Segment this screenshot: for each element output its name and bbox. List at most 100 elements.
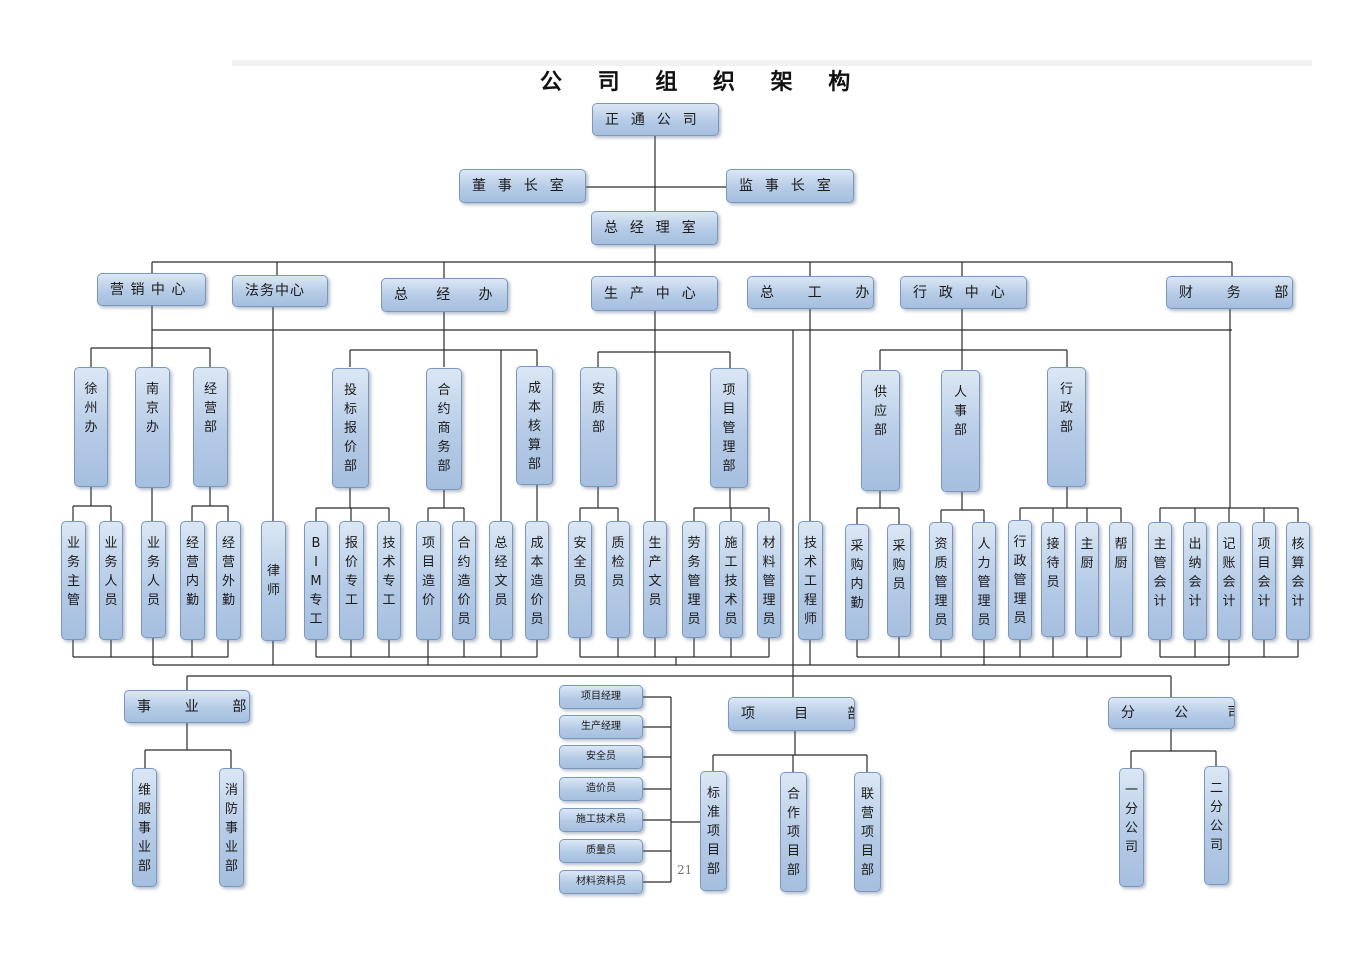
- contract-dept-box: 合约商务部: [426, 368, 462, 490]
- vertical-label: 消防事业部: [224, 783, 238, 874]
- supervisor-office-box: 监 事 长 室: [726, 169, 854, 203]
- finance-dept-box: 财 务 部: [1166, 276, 1293, 309]
- vertical-label: 合约造价员: [457, 536, 471, 627]
- purchaser-box: 采购员: [887, 524, 911, 637]
- vertical-label: 采购内勤: [850, 539, 864, 611]
- quality-inspector-box: 质检员: [606, 521, 630, 638]
- gm-office-box: 总 经 理 室: [591, 211, 718, 245]
- biz-staff-2-box: 业务人员: [141, 521, 166, 638]
- hr-manager-box: 人力管理员: [972, 522, 996, 640]
- bidding-dept-box: 投标报价部: [332, 368, 369, 488]
- vertical-label: 业务人员: [146, 536, 160, 608]
- vertical-label: 项目会计: [1257, 537, 1271, 609]
- qualification-manager-box: 资质管理员: [929, 522, 953, 640]
- marketing-center-box: 营 销 中 心: [97, 273, 206, 306]
- vertical-label: 项目管理部: [722, 383, 736, 474]
- vertical-label: 成本核算部: [527, 381, 541, 472]
- kitchen-helper-box: 帮厨: [1109, 522, 1133, 637]
- vertical-label: 项目造价: [421, 536, 435, 608]
- standard-project-box: 标准项目部: [700, 771, 727, 891]
- contract-cost-box: 合约造价员: [452, 521, 476, 640]
- safety-officer-box: 安全员: [568, 521, 592, 638]
- vertical-label: 安全员: [573, 536, 587, 589]
- admin-center-box: 行 政 中 心: [900, 276, 1027, 309]
- pm-construction-tech-box: 施工技术员: [559, 808, 643, 832]
- admin-manager-box: 行政管理员: [1008, 520, 1032, 640]
- pm-project-manager-box: 项目经理: [559, 685, 643, 709]
- general-manager-office-box: 总 经 办: [381, 278, 508, 312]
- vertical-label: 人事部: [953, 385, 967, 438]
- biz-supervisor-box: 业务主管: [61, 521, 86, 640]
- biz-internal-box: 经营内勤: [180, 521, 205, 640]
- vertical-label: 南京办: [145, 382, 159, 435]
- bookkeeper-box: 记账会计: [1217, 522, 1241, 640]
- vertical-label: 技术专工: [382, 536, 396, 608]
- vertical-label: 总经文员: [494, 536, 508, 608]
- vertical-label: 投标报价部: [343, 383, 357, 474]
- vertical-label: 经营部: [203, 382, 217, 435]
- lawyer-box: 律师: [261, 521, 286, 641]
- vertical-label: 业务人员: [104, 536, 118, 608]
- labor-manager-box: 劳务管理员: [682, 521, 706, 638]
- vertical-label: 供应部: [873, 385, 887, 438]
- top-rule: [232, 60, 1312, 66]
- page-number: 21: [677, 863, 693, 877]
- nanjing-office-box: 南京办: [135, 367, 170, 488]
- xuzhou-office-box: 徐州办: [74, 367, 108, 487]
- project-cost-box: 项目造价: [416, 521, 441, 640]
- legal-center-box: 法务中心: [232, 275, 328, 307]
- audit-accountant-box: 核算会计: [1286, 522, 1310, 640]
- vertical-label: 律师: [266, 564, 280, 598]
- vertical-label: 核算会计: [1291, 537, 1305, 609]
- branch-2-box: 二分公司: [1204, 766, 1229, 885]
- project-accountant-box: 项目会计: [1252, 522, 1276, 640]
- vertical-label: 成本造价员: [530, 536, 544, 627]
- pm-production-manager-box: 生产经理: [559, 715, 643, 739]
- vertical-label: 生产文员: [648, 536, 662, 608]
- vertical-label: 一分公司: [1124, 783, 1138, 855]
- cooperative-project-box: 合作项目部: [780, 772, 807, 892]
- vertical-label: 徐州办: [84, 382, 98, 435]
- vertical-label: 合作项目部: [786, 787, 800, 878]
- vertical-label: 联营项目部: [860, 787, 874, 878]
- company-box: 正 通 公 司: [592, 103, 719, 136]
- chart-title: 公 司 组 织 架 构: [540, 69, 865, 95]
- vertical-label: 报价专工: [344, 536, 358, 608]
- vertical-label: 质检员: [611, 536, 625, 589]
- vertical-label: 帮厨: [1114, 537, 1128, 571]
- branch-box: 分 公 司: [1108, 697, 1235, 729]
- vertical-label: 经营内勤: [185, 536, 199, 608]
- vertical-label: 合约商务部: [437, 383, 451, 474]
- production-center-box: 生 产 中 心: [591, 276, 718, 311]
- business-dept-box: 经营部: [193, 367, 228, 487]
- joint-project-box: 联营项目部: [854, 772, 881, 892]
- quote-specialist-box: 报价专工: [339, 521, 364, 640]
- branch-1-box: 一分公司: [1119, 768, 1144, 887]
- cost-dept-box: 成本核算部: [516, 366, 553, 485]
- pm-quality-officer-box: 质量员: [559, 839, 643, 863]
- vertical-label: 劳务管理员: [687, 536, 701, 627]
- head-chef-box: 主厨: [1075, 522, 1099, 637]
- maintenance-division-box: 维服事业部: [132, 768, 157, 887]
- vertical-label: 技术工程师: [803, 536, 817, 627]
- vertical-label: 行政部: [1059, 382, 1073, 435]
- tech-engineer-box: 技术工程师: [798, 521, 823, 640]
- chief-engineer-office-box: 总 工 办: [747, 276, 874, 309]
- vertical-label: 记账会计: [1222, 537, 1236, 609]
- project-dept-box: 项 目 部: [728, 697, 855, 731]
- gm-clerk-box: 总经文员: [489, 521, 513, 640]
- vertical-label: 维服事业部: [137, 783, 151, 874]
- pm-material-officer-box: 材料资料员: [559, 870, 643, 894]
- vertical-label: 人力管理员: [977, 537, 991, 628]
- hr-dept-box: 人事部: [941, 370, 980, 492]
- biz-field-box: 经营外勤: [216, 521, 241, 640]
- production-clerk-box: 生产文员: [643, 521, 667, 638]
- tech-specialist-box: 技术专工: [377, 521, 401, 640]
- construction-tech-box: 施工技术员: [719, 521, 743, 638]
- vertical-label: 接待员: [1046, 537, 1060, 590]
- vertical-label: 出纳会计: [1188, 537, 1202, 609]
- vertical-label: 采购员: [892, 539, 906, 592]
- pm-cost-officer-box: 造价员: [559, 777, 643, 801]
